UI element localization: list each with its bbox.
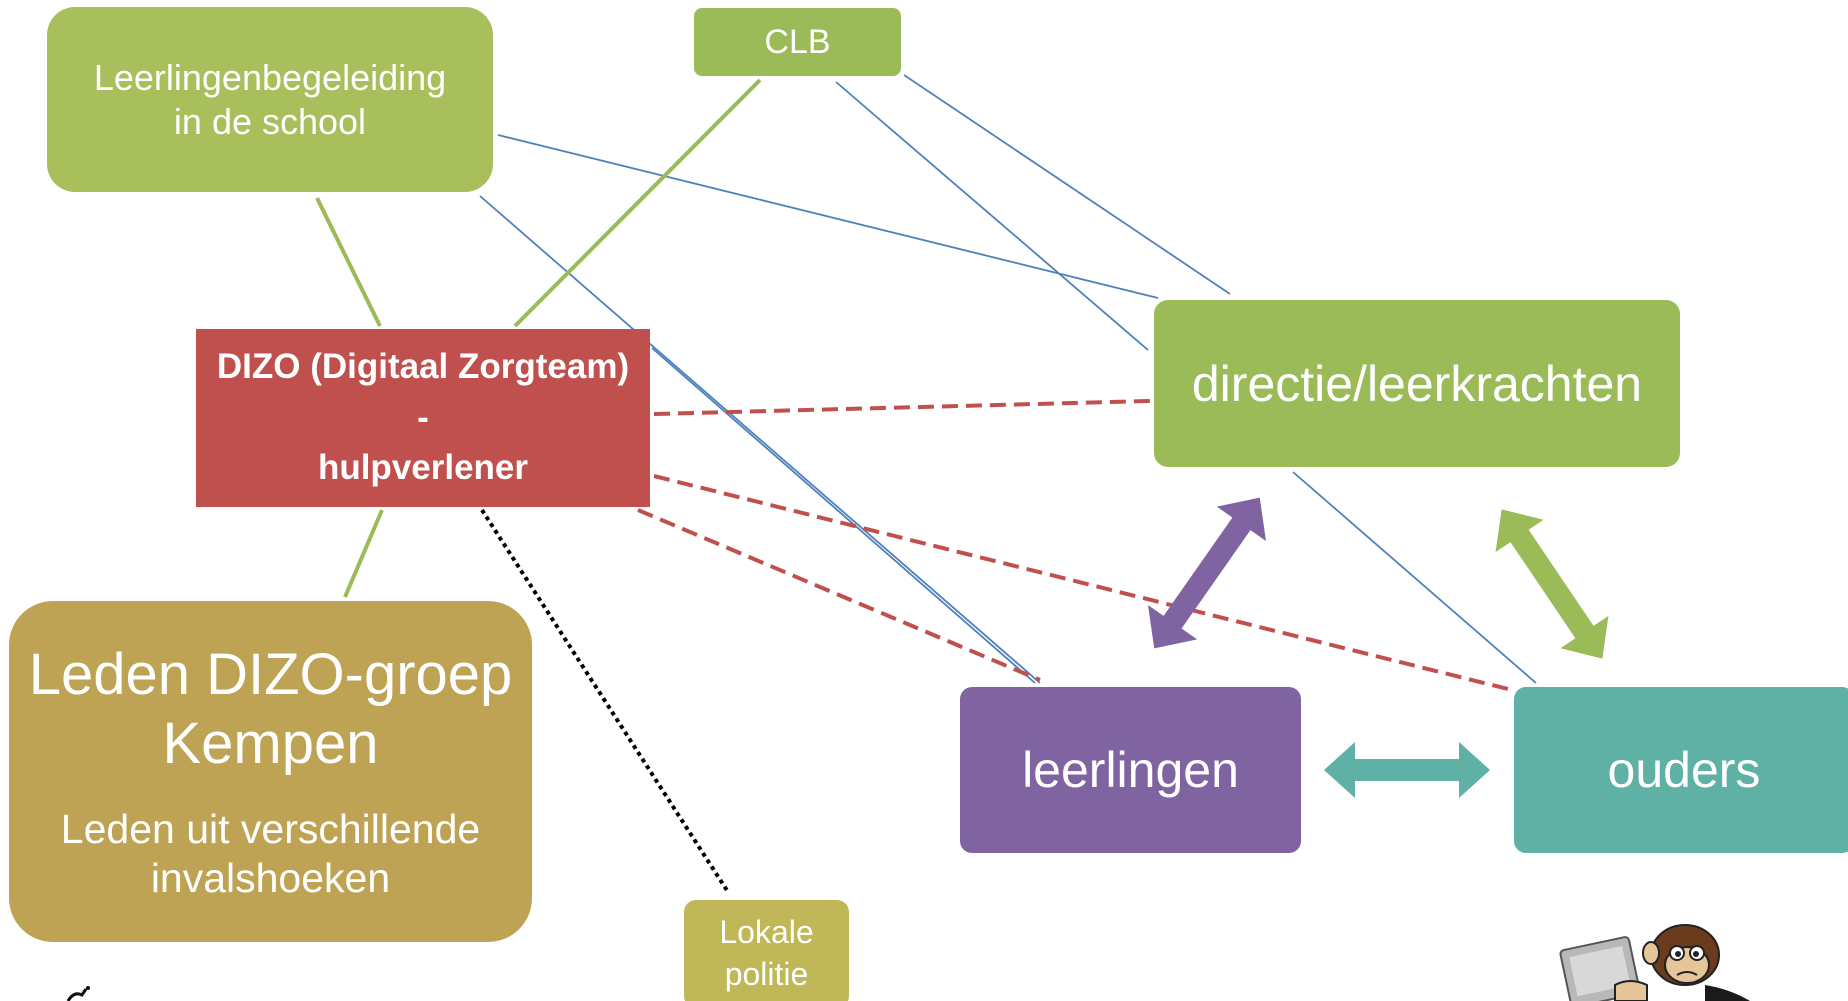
connector-dizo-to-leerlingen-dashed — [637, 508, 1041, 682]
node-leerlingenbegeleiding-line1: Leerlingenbegeleiding — [93, 57, 447, 99]
connector-dizo-to-directie-dashed — [653, 399, 1151, 416]
node-leerlingen: leerlingen — [960, 687, 1301, 853]
node-leden-title: Leden DIZO-groep Kempen — [29, 640, 513, 779]
node-leden-dizo-groep: Leden DIZO-groep Kempen Leden uit versch… — [9, 601, 532, 942]
node-leden-sub-line2: invalshoeken — [150, 855, 391, 902]
node-leden-sub-line1: Leden uit verschillende — [60, 805, 481, 852]
node-leden-title-line1: Leden DIZO-groep — [28, 641, 513, 707]
node-leerlingenbegeleiding-line2: in de school — [173, 100, 367, 142]
connector-school-to-leerlingen — [479, 195, 1041, 684]
node-dizo: DIZO (Digitaal Zorgteam) - hulpverlener — [196, 329, 650, 507]
node-directie-leerkrachten: directie/leerkrachten — [1154, 300, 1680, 467]
node-ouders: ouders — [1514, 687, 1848, 853]
connector-dizo-to-politie-dotted — [480, 508, 730, 894]
connector-dizo-to-ouders-dashed — [653, 474, 1513, 692]
connector-dizo-to-leerlingen — [651, 347, 1036, 684]
connector-school-to-directie — [497, 134, 1159, 299]
node-dizo-line3: hulpverlener — [317, 448, 529, 488]
double-arrow-directie-ouders — [1495, 509, 1609, 659]
node-leden-title-line2: Kempen — [162, 711, 379, 777]
connector-dizo-to-leden — [343, 509, 384, 598]
node-dizo-line1: DIZO (Digitaal Zorgteam) — [216, 346, 630, 386]
connector-clb-to-dizo — [513, 78, 762, 328]
node-leerlingen-label: leerlingen — [1022, 742, 1239, 798]
double-arrow-leerlingen-ouders — [1324, 742, 1490, 798]
connector-school-to-dizo — [315, 197, 382, 327]
node-clb-label: CLB — [764, 22, 831, 61]
node-directie-label: directie/leerkrachten — [1191, 355, 1643, 412]
connector-directie-to-ouders — [1292, 471, 1537, 684]
node-lokale-politie: Lokale politie — [684, 900, 849, 1001]
node-leden-subtitle: Leden uit verschillende invalshoeken — [61, 805, 480, 903]
node-clb: CLB — [694, 8, 901, 76]
node-leerlingenbegeleiding: Leerlingenbegeleiding in de school — [47, 7, 493, 192]
connector-clb-to-directie-side — [835, 81, 1149, 351]
connector-clb-to-directie — [903, 74, 1231, 295]
double-arrow-leerlingen-directie — [1148, 497, 1266, 649]
corner-figure-icon — [66, 986, 90, 1001]
node-politie-line2: politie — [724, 955, 809, 992]
node-ouders-label: ouders — [1607, 742, 1761, 798]
cartoon-monkey-with-laptop-icon — [1559, 924, 1750, 1001]
node-politie-line1: Lokale — [719, 914, 814, 950]
node-dizo-line2: - — [417, 397, 429, 437]
